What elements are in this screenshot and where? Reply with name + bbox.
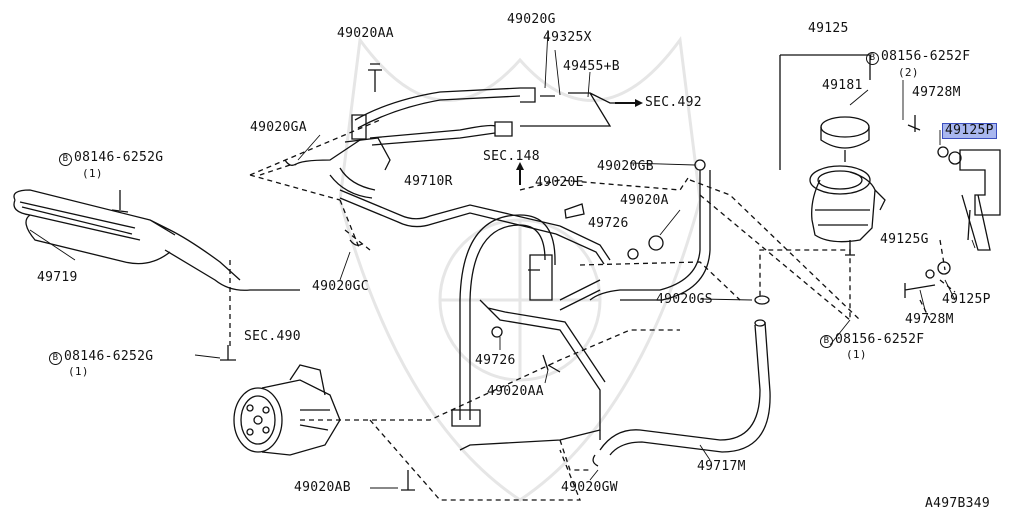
- label-49125P-lower: 49125P: [942, 292, 991, 307]
- label-49728M-lower: 49728M: [905, 312, 954, 327]
- hose-return-loop: [452, 215, 600, 426]
- label-49020GC: 49020GC: [312, 279, 369, 294]
- label-49020GA: 49020GA: [250, 120, 307, 135]
- cap-49181: [821, 117, 869, 162]
- label-49325X: 49325X: [543, 30, 592, 45]
- label-49020AA-lower: 49020AA: [487, 384, 544, 399]
- label-49181: 49181: [822, 78, 863, 93]
- section-arrows: [520, 103, 635, 185]
- guide-lines: [230, 120, 955, 500]
- label-qty-lower-left: (1): [68, 365, 89, 378]
- label-49125G: 49125G: [880, 232, 929, 247]
- diagram-reference-code: A497B349: [925, 496, 991, 510]
- label-49020G: 49020G: [507, 12, 556, 27]
- hose-49710R: [330, 168, 610, 264]
- watermark-logo: [340, 40, 700, 500]
- label-49125: 49125: [808, 21, 849, 36]
- label-49710R: 49710R: [404, 174, 453, 189]
- bolt-marker-icon: B: [49, 352, 62, 365]
- label-sec-492: SEC.492: [645, 95, 702, 110]
- tube-lower: [460, 300, 605, 450]
- label-qty-left: (1): [82, 167, 103, 180]
- label-49726-upper: 49726: [588, 216, 629, 231]
- bolt-marker-icon: B: [866, 52, 879, 65]
- label-49726-lower: 49726: [475, 353, 516, 368]
- label-49717M: 49717M: [697, 459, 746, 474]
- label-qty-top: (2): [898, 66, 919, 79]
- label-49728M-top: 49728M: [912, 85, 961, 100]
- hose-49717M: [600, 320, 770, 455]
- reservoir-49125: [780, 55, 885, 255]
- label-49020AB: 49020AB: [294, 480, 351, 495]
- bracket-49125G: [960, 150, 1000, 250]
- label-49020GB: 49020GB: [597, 159, 654, 174]
- label-49125P-highlighted[interactable]: 49125P: [942, 123, 997, 139]
- bolt-marker-icon: B: [59, 153, 72, 166]
- leader-lines: [30, 30, 975, 488]
- label-49020AA-top: 49020AA: [337, 26, 394, 41]
- power-steering-pump: [234, 365, 340, 455]
- label-49020GW: 49020GW: [561, 480, 618, 495]
- label-49020E: 49020E: [535, 175, 584, 190]
- pressure-tube-upper: [295, 88, 535, 170]
- label-49719: 49719: [37, 270, 78, 285]
- bolt-marker-icon: B: [820, 335, 833, 348]
- label-49020A: 49020A: [620, 193, 669, 208]
- label-sec-148: SEC.148: [483, 149, 540, 164]
- label-qty-lower-right: (1): [846, 348, 867, 361]
- small-fasteners: [112, 64, 961, 490]
- hose-49719: [14, 190, 300, 290]
- label-sec-490: SEC.490: [244, 329, 301, 344]
- label-49455B: 49455+B: [563, 59, 620, 74]
- label-49020GS: 49020GS: [656, 292, 713, 307]
- arrow-heads: [516, 99, 643, 170]
